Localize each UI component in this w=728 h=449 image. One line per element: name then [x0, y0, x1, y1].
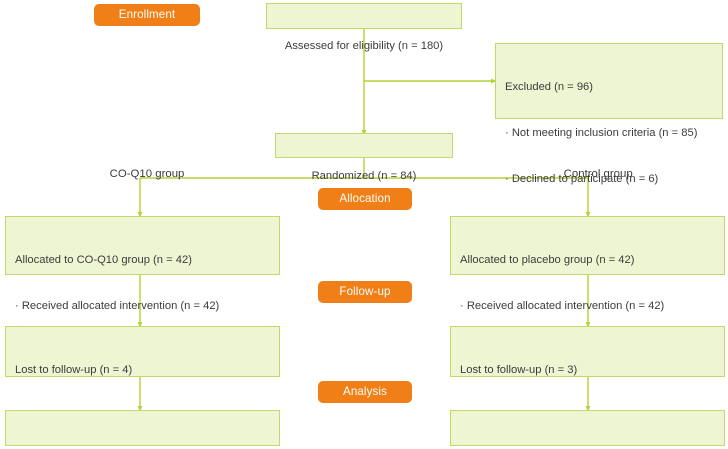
- stage-label-followup: Follow-up: [339, 285, 391, 298]
- node-lost-to-followup-coq10: Lost to follow-up (n = 4) · Did not retu…: [5, 326, 280, 422]
- stage-pill-analysis: Analysis: [318, 381, 412, 403]
- stage-label-enrollment: Enrollment: [118, 8, 176, 21]
- node-line: Allocated to placebo group (n = 42): [460, 254, 635, 267]
- node-line: Excluded (n = 96): [505, 81, 593, 94]
- stage-label-allocation: Allocation: [339, 192, 391, 205]
- node-line: Randomized (n = 84): [311, 170, 417, 183]
- stage-pill-enrollment: Enrollment: [94, 4, 200, 26]
- node-line: · Received allocated intervention (n = 4…: [15, 300, 220, 313]
- stage-label-analysis: Analysis: [343, 385, 387, 398]
- node-line: · Received allocated intervention (n = 4…: [460, 300, 665, 313]
- node-assessed-for-eligibility: Assessed for eligibility (n = 180): [266, 3, 462, 52]
- node-line: · Not meeting inclusion criteria (n = 85…: [505, 127, 698, 140]
- node-line: Lost to follow-up (n = 3): [460, 364, 578, 377]
- node-analysed-control: Analysed (n = 39) · Excluded from analys…: [450, 410, 725, 449]
- node-line: Assessed for eligibility (n = 180): [284, 40, 444, 53]
- node-allocated-coq10: Allocated to CO-Q10 group (n = 42) · Rec…: [5, 216, 280, 358]
- node-analysed-coq10: Analysed (n = 38) · Excluded from analys…: [5, 410, 280, 449]
- node-line: · Declined to participate (n = 6): [505, 172, 659, 185]
- group-label-control: Control group: [551, 153, 633, 195]
- node-randomized: Randomized (n = 84): [275, 133, 453, 182]
- group-label-coq10-text: CO-Q10 group: [109, 168, 185, 180]
- group-label-control-text: Control group: [563, 168, 633, 180]
- group-label-coq10: CO-Q10 group: [97, 153, 185, 195]
- node-lost-to-followup-control: Lost to follow-up (n = 3) · Did not retu…: [450, 326, 725, 422]
- node-line: Lost to follow-up (n = 4): [15, 364, 133, 377]
- node-allocated-placebo: Allocated to placebo group (n = 42) · Re…: [450, 216, 725, 358]
- stage-pill-allocation: Allocation: [318, 188, 412, 210]
- node-excluded: Excluded (n = 96) · Not meeting inclusio…: [495, 43, 723, 230]
- node-line: Allocated to CO-Q10 group (n = 42): [15, 254, 192, 267]
- stage-pill-followup: Follow-up: [318, 281, 412, 303]
